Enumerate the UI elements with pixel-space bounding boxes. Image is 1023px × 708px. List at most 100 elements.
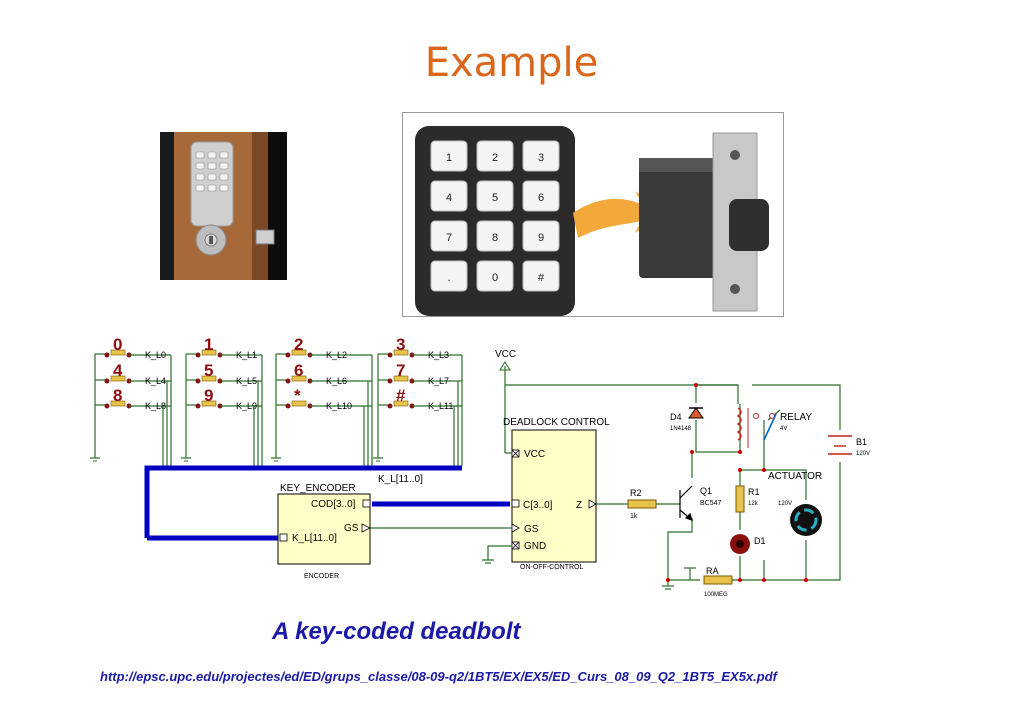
key-switch — [393, 400, 409, 407]
key-line-label: K_L9 — [236, 401, 257, 411]
keypad-key — [430, 180, 468, 212]
relay-coil — [736, 407, 742, 441]
vcc-symbol — [499, 361, 511, 453]
keypad-key-label: 9 — [538, 232, 544, 244]
key-switch — [110, 375, 126, 382]
keypad-key-label: 4 — [446, 192, 452, 204]
actuator-label: ACTUATOR — [768, 471, 822, 482]
key-digit: 3 — [396, 335, 405, 354]
keypad-key — [476, 180, 514, 212]
keypad-key — [430, 220, 468, 252]
key-digit: * — [294, 386, 301, 405]
key-switch — [110, 400, 126, 407]
control-c-pin: C[3..0] — [523, 500, 553, 511]
key-encoder-block — [277, 493, 371, 565]
key-digit: 9 — [204, 386, 213, 405]
encoder-name: KEY_ENCODER — [280, 483, 356, 494]
key-line-label: K_L10 — [326, 401, 352, 411]
resistor-r2 — [627, 499, 657, 509]
key-line-label: K_L8 — [145, 401, 166, 411]
key-bus — [144, 465, 510, 541]
source-url[interactable]: http://epsc.upc.edu/projectes/ed/ED/grup… — [100, 669, 777, 684]
keypad-key-label: 0 — [492, 272, 498, 284]
transistor-q1 — [679, 485, 693, 521]
bus-label: K_L[11..0] — [378, 474, 423, 485]
vcc-label: VCC — [495, 349, 516, 360]
key-digit: 2 — [294, 335, 303, 354]
key-line-label: K_L2 — [326, 350, 347, 360]
battery-b1 — [828, 435, 852, 455]
key-digit: 4 — [113, 361, 123, 380]
r1-label: R1 — [748, 487, 760, 497]
key-line-label: K_L0 — [145, 350, 166, 360]
key-line-label: K_L11 — [428, 401, 453, 411]
actuator-motor-icon — [790, 504, 822, 536]
ra-value: 100MEG — [704, 592, 728, 598]
r2-label: R2 — [630, 488, 642, 498]
key-switch — [291, 349, 307, 356]
keypad-key-label: # — [538, 272, 545, 284]
key-digit: 8 — [113, 386, 122, 405]
keypad-key-label: 2 — [492, 152, 498, 164]
keypad-key — [476, 220, 514, 252]
key-digit: 5 — [204, 361, 213, 380]
keypad-key — [430, 140, 468, 172]
diode-d4 — [688, 407, 704, 419]
control-name: DEADLOCK CONTROL — [503, 417, 610, 428]
d1-label: D1 — [754, 536, 766, 546]
relay-value: 4V — [780, 426, 787, 432]
control-gs-pin: GS — [524, 524, 539, 535]
r2-value: 1k — [630, 513, 638, 520]
resistor-r1 — [735, 485, 745, 513]
deadlock-control-block — [511, 429, 597, 563]
door-lock-photo — [160, 132, 287, 280]
key-switch — [393, 349, 409, 356]
control-footer: ON-OFF-CONTROL — [520, 564, 583, 571]
relay-switch — [763, 413, 777, 441]
q1-label: Q1 — [700, 486, 712, 496]
door-lock-illustration — [160, 132, 287, 280]
key-digit: 6 — [294, 361, 303, 380]
key-switch — [110, 349, 126, 356]
key-switch — [201, 349, 217, 356]
keypad-key — [522, 140, 560, 172]
control-z-pin: Z — [576, 500, 582, 511]
relay-label: RELAY — [780, 412, 812, 423]
keypad-key-label: 7 — [446, 232, 452, 244]
d4-label: D4 — [670, 412, 682, 422]
key-switch — [201, 400, 217, 407]
keypad-key-label: 8 — [492, 232, 498, 244]
r1-voltage: 120V — [778, 501, 792, 507]
key-digit: # — [396, 386, 406, 405]
key-digit: 0 — [113, 335, 122, 354]
key-line-label: K_L1 — [236, 350, 257, 360]
key-line-label: K_L4 — [145, 376, 166, 386]
ground-symbols — [482, 559, 696, 590]
keypad-key-label: 3 — [538, 152, 544, 164]
slide-title: Example — [424, 40, 599, 86]
keypad-key — [476, 140, 514, 172]
slide-caption: A key-coded deadbolt — [272, 618, 521, 645]
keypad-key-label: 5 — [492, 192, 498, 204]
keypad-key — [522, 180, 560, 212]
key-switch — [291, 400, 307, 407]
key-line-label: K_L5 — [236, 376, 257, 386]
control-gnd-pin: GND — [524, 541, 546, 552]
encoder-footer: ENCODER — [304, 573, 339, 580]
b1-value: 120V — [856, 451, 870, 457]
keypad-key — [522, 220, 560, 252]
keypad-key-label: 1 — [446, 152, 452, 164]
key-line-label: K_L7 — [428, 376, 449, 386]
r1-value: 12k — [748, 501, 759, 507]
relay-contact — [753, 413, 759, 419]
encoder-cod-pin: COD[3..0] — [311, 499, 356, 510]
control-vcc-pin: VCC — [524, 449, 545, 460]
key-line-label: K_L3 — [428, 350, 449, 360]
b1-label: B1 — [856, 437, 867, 447]
key-switch — [291, 375, 307, 382]
key-line-label: K_L6 — [326, 376, 347, 386]
key-switch — [393, 375, 409, 382]
keypad-key — [430, 260, 468, 292]
key-digit: 1 — [204, 335, 213, 354]
